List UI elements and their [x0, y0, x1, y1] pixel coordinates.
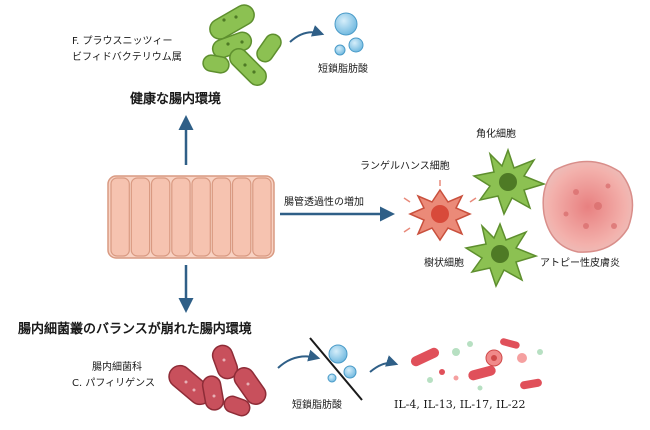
c-perfringens-label: C. パフィリゲンス: [72, 378, 155, 389]
scfa-production-arrow: [289, 25, 325, 43]
intestinal-epithelium-icon: [107, 175, 275, 259]
permeability-label: 腸管透過性の増加: [284, 197, 364, 208]
family-label: 腸内細菌科: [92, 362, 142, 373]
epithelial-cell: [191, 177, 211, 257]
epithelial-cell: [231, 177, 252, 257]
cytokines-label: IL-4, IL-13, IL-17, IL-22: [394, 398, 526, 411]
reduced-scfa-arrow: [277, 349, 321, 369]
inhibition-line: [309, 337, 363, 401]
scfa-top-icon: [334, 12, 364, 56]
langerhans-label: ランゲルハンス細胞: [360, 161, 450, 172]
scfa-bottom-label: 短鎖脂肪酸: [292, 400, 342, 411]
dysbiosis-env-label: 腸内細菌叢のバランスが崩れた腸内環境: [18, 322, 252, 337]
scfa-top-label: 短鎖脂肪酸: [318, 64, 368, 75]
dendritic-label: 樹状細胞: [424, 258, 464, 269]
keratinocyte-icon: [472, 147, 547, 216]
dendritic-cell-icon: [464, 221, 539, 288]
f-prausnitzii-label: F. プラウスニッツィー: [72, 36, 173, 47]
epithelial-cell: [150, 177, 171, 257]
epithelial-cell: [252, 177, 272, 257]
keratinocyte-label: 角化細胞: [476, 129, 516, 140]
cytokine-arrow: [369, 355, 399, 373]
epithelial-cell: [171, 177, 191, 257]
epithelial-cell: [211, 177, 232, 257]
atopic-label: アトピー性皮膚炎: [540, 258, 620, 269]
atopic-dermatitis-icon: [542, 160, 634, 253]
epithelial-cell: [110, 177, 130, 257]
epithelial-cell: [130, 177, 151, 257]
healthy-env-label: 健康な腸内環境: [130, 92, 222, 107]
cytokines-icon: [410, 338, 543, 391]
beneficial-bacteria-icon: [202, 4, 282, 86]
bifido-label: ビフィドバクテリウム属: [72, 52, 182, 63]
langerhans-cell-icon: [403, 180, 477, 242]
scfa-bottom-icon: [327, 344, 357, 383]
harmful-bacteria-icon: [168, 344, 267, 417]
